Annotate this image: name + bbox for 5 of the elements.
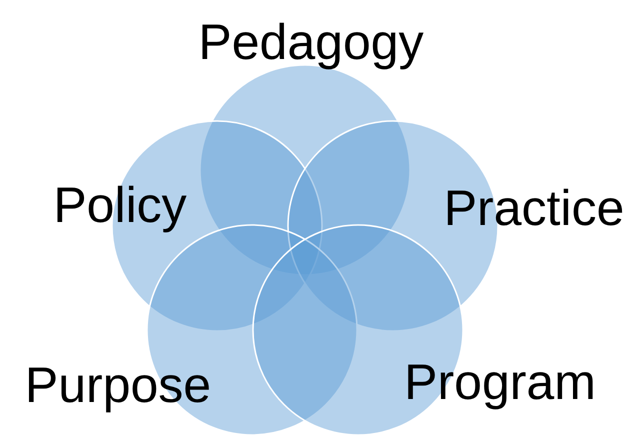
circle-label: Purpose <box>24 360 212 410</box>
circle-label: Practice <box>444 183 624 233</box>
circle-label: Program <box>404 357 596 407</box>
circle-label: Policy <box>53 180 187 230</box>
circle-label: Pedagogy <box>198 17 424 67</box>
